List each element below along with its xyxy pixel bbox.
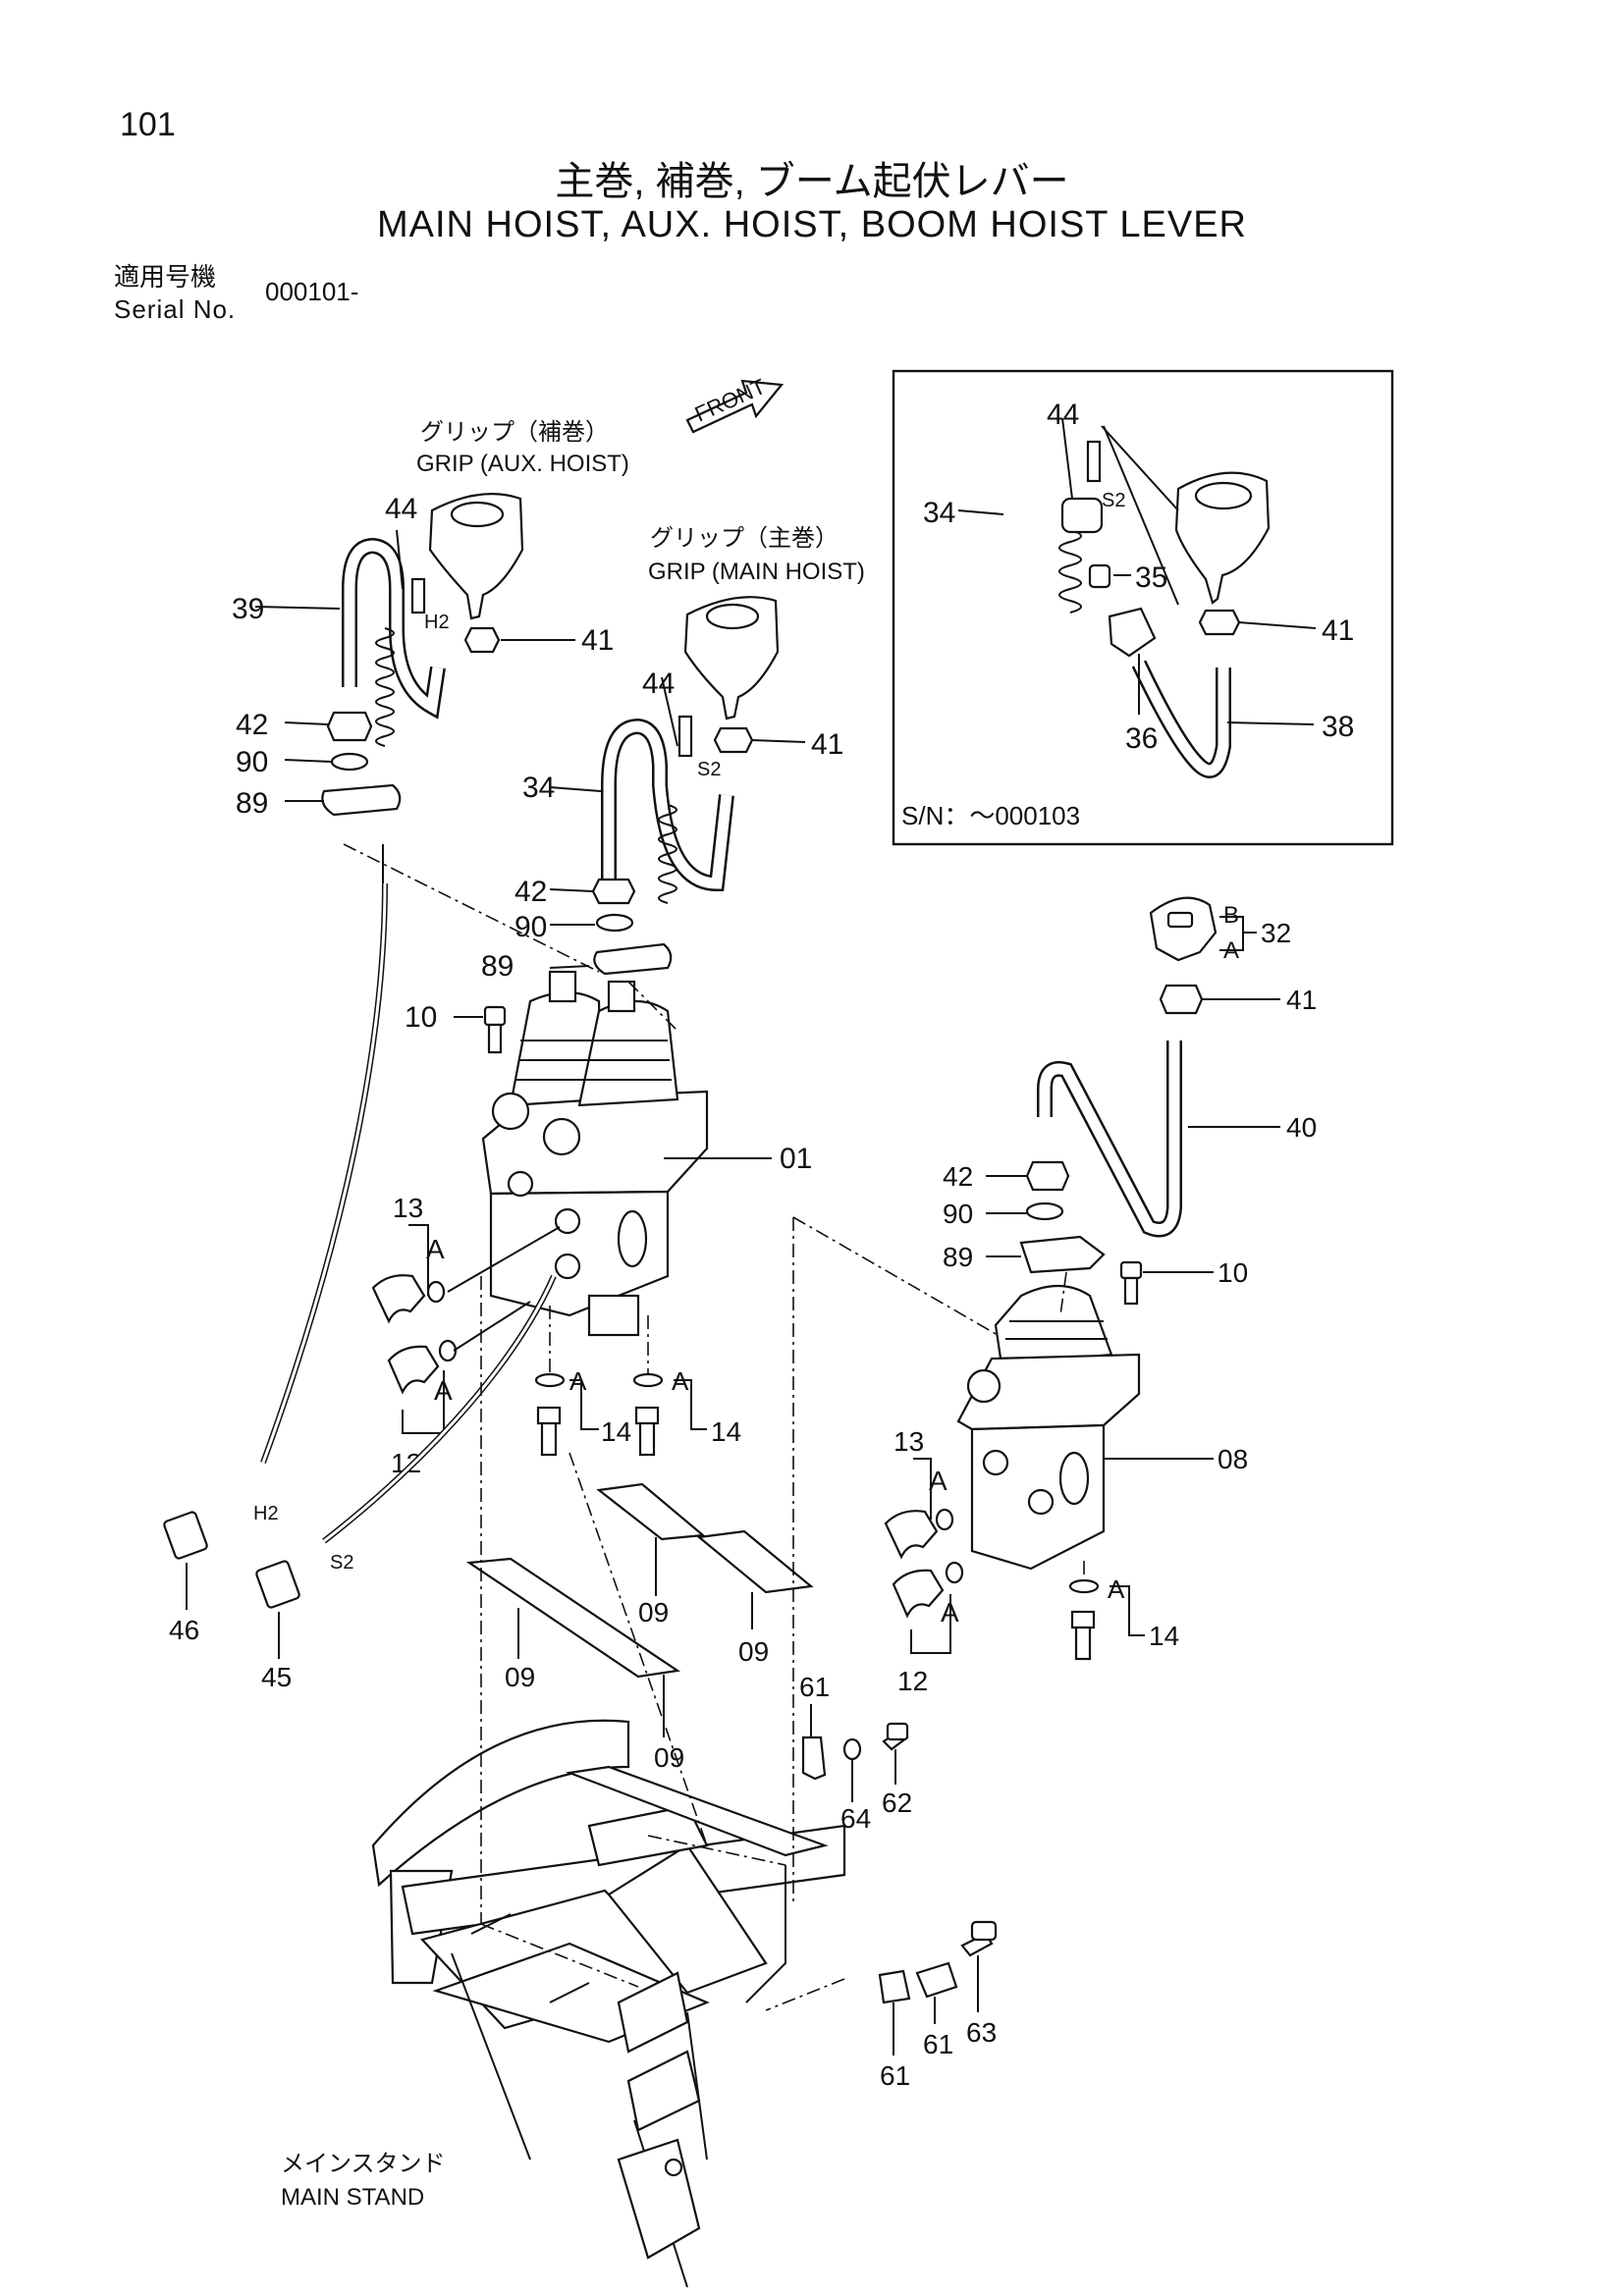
a-label-fitting-right: A (1108, 1575, 1125, 1604)
s2-label-inset: S2 (1102, 490, 1125, 511)
callout-13-right: 13 (893, 1426, 924, 1457)
a-label-fitting-1: A (569, 1366, 587, 1396)
callout-41-main: 41 (811, 728, 843, 761)
callout-14-right: 14 (1149, 1621, 1179, 1651)
callout-41-inset: 41 (1322, 614, 1354, 647)
callout-14-left-1: 14 (601, 1416, 631, 1447)
callout-89-main: 89 (481, 950, 514, 983)
callout-89-aux: 89 (236, 787, 268, 820)
callout-34-inset: 34 (923, 497, 955, 529)
callout-10-right: 10 (1218, 1257, 1248, 1288)
a-label-left-lower: A (434, 1375, 453, 1406)
a-label-left-upper: A (426, 1234, 445, 1264)
a-label-knob: A (1223, 937, 1239, 964)
fittings-14-left: A A 14 14 (534, 1366, 741, 1457)
main-stand-label-jp: メインスタンド (281, 2151, 446, 2177)
inset-box: 34 44 S2 35 36 41 38 S/N：～000103 (892, 369, 1394, 846)
main-stand-frame: メインスタンド MAIN STAND (281, 1719, 846, 2288)
grip-main-label-jp: グリップ（主巻） (650, 525, 839, 552)
page-number: 101 (120, 106, 176, 143)
callout-09-b: 09 (738, 1636, 769, 1667)
title-japanese: 主巻, 補巻, ブーム起伏レバー (555, 160, 1069, 203)
callout-90-aux: 90 (236, 746, 268, 778)
callout-09-c: 09 (505, 1662, 535, 1692)
callout-42-aux: 42 (236, 709, 268, 741)
callout-39: 39 (232, 593, 264, 625)
callout-34: 34 (522, 772, 555, 804)
grip-aux-label-en: GRIP (AUX. HOIST) (416, 451, 629, 477)
callout-61-lower-2: 61 (923, 2029, 953, 2059)
grip-aux-label-jp: グリップ（補巻） (420, 419, 609, 446)
callout-10-left: 10 (405, 1001, 437, 1034)
callout-09-a: 09 (638, 1597, 669, 1628)
main-stand-label-en: MAIN STAND (281, 2184, 424, 2211)
callout-45: 45 (261, 1662, 292, 1692)
h2-label-connector: H2 (253, 1503, 279, 1524)
b-label: B (1223, 902, 1239, 929)
front-label: FRONT (691, 374, 769, 427)
main-hoist-grip-assembly: 34 44 S2 41 42 90 89 (481, 596, 843, 983)
callout-44-aux: 44 (385, 493, 417, 525)
callout-44-main: 44 (642, 667, 675, 700)
inset-serial-note: S/N：～000103 (901, 801, 1080, 830)
callout-01: 01 (780, 1143, 812, 1175)
callout-63: 63 (966, 2017, 997, 2048)
grip-main-label-en: GRIP (MAIN HOIST) (648, 559, 865, 585)
double-control-valve: 01 (481, 970, 812, 1337)
callout-13-left: 13 (393, 1193, 423, 1223)
aux-hoist-grip-assembly: 39 44 H2 41 42 90 89 (232, 493, 614, 1465)
callout-62: 62 (882, 1788, 912, 1818)
electrical-connectors: H2 S2 46 45 (163, 1274, 557, 1692)
assembly-guide-lines (343, 843, 1085, 1988)
serial-label-english: Serial No. (114, 294, 237, 324)
a-label-right-lower: A (941, 1597, 959, 1628)
callout-36: 36 (1125, 722, 1158, 755)
title-english: MAIN HOIST, AUX. HOIST, BOOM HOIST LEVER (376, 204, 1248, 245)
boom-hoist-lever-assembly: B A 32 41 40 42 90 89 10 08 (884, 896, 1317, 1696)
s2-label-connector: S2 (330, 1552, 353, 1574)
callout-61-upper: 61 (799, 1672, 830, 1702)
clamps-and-screws: 61 64 62 61 61 63 (765, 1672, 997, 2091)
callout-42-right: 42 (943, 1161, 973, 1192)
callout-09-d: 09 (654, 1742, 684, 1773)
callout-40: 40 (1286, 1112, 1317, 1143)
front-arrow: FRONT (685, 374, 785, 434)
callout-46: 46 (169, 1615, 199, 1645)
callout-90-main: 90 (514, 911, 547, 943)
bolt-10-left: 10 (405, 1001, 507, 1054)
s2-label-grip: S2 (697, 759, 721, 780)
callout-44-inset: 44 (1047, 399, 1079, 431)
serial-number-value: 000101- (265, 277, 359, 306)
h2-label-grip: H2 (424, 612, 450, 633)
callout-38: 38 (1322, 711, 1354, 743)
callout-90-right: 90 (943, 1199, 973, 1229)
callout-41-right: 41 (1286, 985, 1317, 1015)
callout-35: 35 (1135, 561, 1167, 594)
callout-08: 08 (1218, 1444, 1248, 1474)
callout-32: 32 (1261, 918, 1291, 948)
callout-14-left-2: 14 (711, 1416, 741, 1447)
callout-12-right: 12 (897, 1666, 928, 1696)
callout-61-lower-1: 61 (880, 2060, 910, 2091)
callout-42-main: 42 (514, 876, 547, 908)
callout-89-right: 89 (943, 1242, 973, 1272)
a-label-fitting-2: A (672, 1366, 689, 1396)
serial-label-japanese: 適用号機 (114, 262, 217, 292)
callout-41-aux: 41 (581, 624, 614, 657)
mounting-plates: 09 09 09 09 (465, 1482, 814, 1773)
a-label-right-upper: A (929, 1466, 947, 1496)
callout-64: 64 (840, 1803, 871, 1834)
